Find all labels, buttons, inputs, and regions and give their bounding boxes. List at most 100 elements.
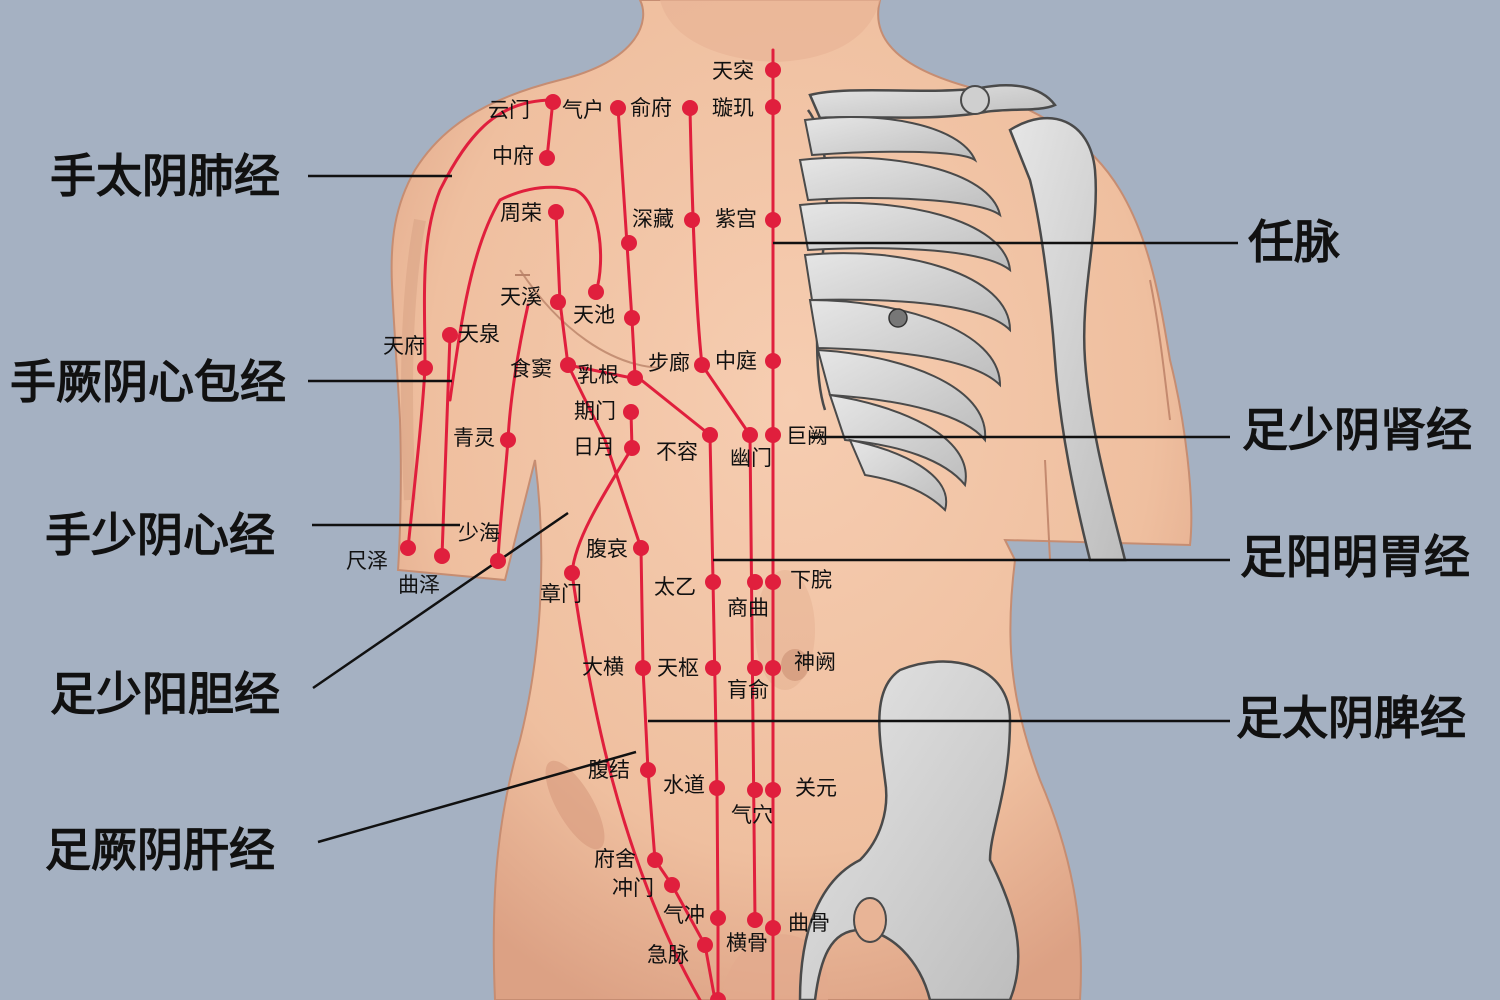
point-zhangmen — [564, 565, 580, 581]
label-zhourong: 周荣 — [500, 201, 542, 225]
label-qimen: 期门 — [574, 399, 616, 423]
point-tianchi — [624, 310, 640, 326]
point-qingling — [500, 432, 516, 448]
label-zigong: 紫宫 — [715, 207, 757, 231]
point-zigong-stomach — [621, 235, 637, 251]
label-tianxi: 天溪 — [500, 285, 542, 309]
point-quze — [434, 548, 450, 564]
point-shuidao — [709, 780, 725, 796]
gallbladder-meridian-line-2 — [566, 363, 634, 380]
point-jimai — [697, 937, 713, 953]
label-lung-meridian: 手太阴肺经 — [50, 149, 280, 203]
point-qichong — [710, 910, 726, 926]
label-liver-meridian: 足厥阴肝经 — [45, 823, 275, 877]
label-qihu: 气户 — [562, 98, 604, 122]
label-qugu: 曲骨 — [788, 911, 830, 935]
point-yunmen — [545, 94, 561, 110]
point-tianchi-top — [588, 284, 604, 300]
point-zhongfu — [539, 150, 555, 166]
point-tianquan — [442, 327, 458, 343]
label-tianchi: 天池 — [573, 303, 615, 327]
point-tianxi — [550, 294, 566, 310]
point-zhongting — [765, 353, 781, 369]
label-pericardium-meridian: 手厥阴心包经 — [10, 355, 286, 409]
point-daheng — [635, 660, 651, 676]
label-rugen: 乳根 — [577, 363, 619, 387]
label-guanyuan: 关元 — [795, 776, 837, 800]
label-yunmen: 云门 — [488, 98, 530, 122]
stomach-meridian-line — [616, 106, 720, 1000]
point-xuanji — [765, 99, 781, 115]
point-tianshu — [705, 660, 721, 676]
point-chize — [400, 540, 416, 556]
label-juque: 巨阙 — [786, 424, 828, 448]
point-qihu — [610, 100, 626, 116]
point-shenque — [765, 660, 781, 676]
label-shaohai: 少海 — [458, 521, 500, 545]
point-shufu — [682, 100, 698, 116]
label-riyue: 日月 — [573, 435, 615, 459]
label-tiantu: 天突 — [712, 59, 754, 83]
label-shangqu: 商曲 — [727, 596, 769, 620]
label-spleen-meridian: 足太阴脾经 — [1236, 691, 1466, 745]
point-shaohai — [490, 553, 506, 569]
point-qixue — [747, 782, 763, 798]
point-shencang — [684, 212, 700, 228]
point-zigong — [765, 212, 781, 228]
point-bulang — [694, 357, 710, 373]
label-tianshu: 天枢 — [657, 656, 699, 680]
label-xuanji: 璇玑 — [712, 96, 754, 120]
point-qugu — [765, 920, 781, 936]
point-tianfu — [417, 360, 433, 376]
leader-lines — [308, 174, 1238, 844]
point-labels: 天突 璇玑 云门 气户 俞府 中府 周荣 深藏 紫宫 天溪 天池 天泉 天府 食… — [346, 59, 837, 967]
point-rugen — [627, 370, 643, 386]
point-fushe — [647, 852, 663, 868]
label-fushe: 府舍 — [594, 847, 636, 871]
gallbladder-meridian-line — [570, 446, 702, 1000]
point-fuai — [633, 540, 649, 556]
label-chongmen: 冲门 — [612, 876, 654, 900]
label-taiyi: 太乙 — [654, 575, 696, 599]
label-heart-meridian: 手少阴心经 — [45, 508, 275, 562]
label-qichong: 气冲 — [663, 903, 705, 927]
point-tiantu — [765, 62, 781, 78]
point-burong — [702, 427, 718, 443]
spleen-meridian-line — [448, 185, 603, 402]
label-chize: 尺泽 — [346, 549, 388, 573]
label-shencang: 深藏 — [632, 207, 674, 231]
point-henggu — [747, 912, 763, 928]
point-shidou — [560, 357, 576, 373]
label-bulang: 步廊 — [648, 351, 690, 375]
point-taiyi — [705, 574, 721, 590]
label-jimai: 急脉 — [647, 943, 689, 967]
point-bottom — [710, 992, 726, 1000]
label-fujie: 腹结 — [588, 758, 630, 782]
label-qingling: 青灵 — [453, 426, 495, 450]
label-tianquan: 天泉 — [458, 322, 500, 346]
label-shufu: 俞府 — [630, 96, 672, 120]
point-youmen — [742, 427, 758, 443]
point-juque — [765, 427, 781, 443]
point-riyue — [624, 440, 640, 456]
meridian-labels: 手太阴肺经 手厥阴心包经 手少阴心经 足少阳胆经 足厥阴肝经 任脉 足少阴肾经 … — [10, 149, 1472, 877]
label-henggu: 横骨 — [726, 931, 768, 955]
label-burong: 不容 — [656, 440, 698, 464]
label-qixue: 气穴 — [731, 803, 773, 827]
point-guanyuan — [765, 782, 781, 798]
pericardium-meridian-line — [440, 333, 452, 558]
meridian-lines — [406, 48, 775, 1000]
label-xiawan: 下脘 — [790, 568, 832, 592]
point-qimen — [623, 404, 639, 420]
label-ren-meridian: 任脉 — [1248, 215, 1341, 269]
label-youmen: 幽门 — [730, 446, 772, 470]
label-fuai: 腹哀 — [586, 537, 628, 561]
label-quze: 曲泽 — [398, 573, 440, 597]
skeleton — [798, 83, 1127, 1000]
label-shuidao: 水道 — [663, 773, 705, 797]
label-shidou: 食窦 — [510, 357, 552, 381]
point-chongmen — [664, 877, 680, 893]
label-shenque: 神阙 — [794, 650, 836, 674]
